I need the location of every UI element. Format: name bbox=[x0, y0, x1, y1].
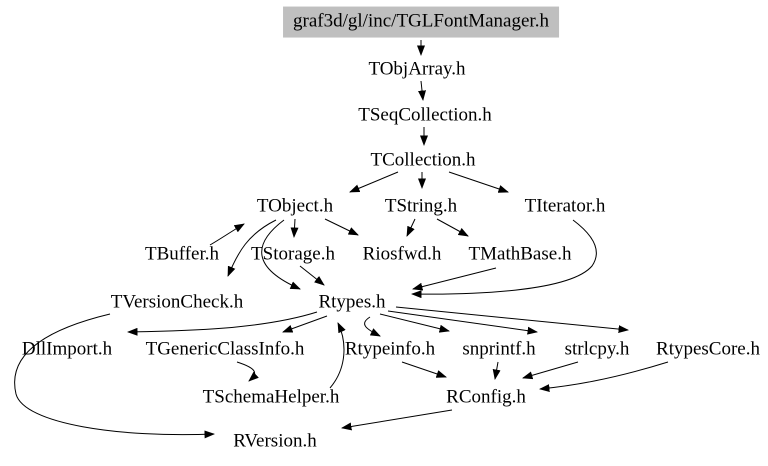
edge-tobject-to-riosfwd bbox=[324, 218, 359, 236]
graph-node-tbuffer[interactable]: TBuffer.h bbox=[144, 243, 220, 265]
edge-rtypes-to-dllimport bbox=[127, 311, 318, 336]
graph-node-rtypescore[interactable]: RtypesCore.h bbox=[656, 338, 760, 360]
edge-tobject-to-rtypes bbox=[261, 219, 301, 290]
graph-node-dllimport[interactable]: DllImport.h bbox=[21, 338, 113, 360]
edge-rconfig-to-rversion bbox=[341, 409, 453, 431]
edge-rtypes-to-snprintf bbox=[379, 313, 450, 333]
graph-node-tversioncheck[interactable]: TVersionCheck.h bbox=[110, 291, 244, 313]
graph-node-snprintf[interactable]: snprintf.h bbox=[462, 338, 536, 360]
edge-strlcpy-to-rconfig bbox=[522, 361, 579, 380]
graph-node-rtypeinfo[interactable]: Rtypeinfo.h bbox=[344, 338, 436, 360]
edge-rtypes-to-rtypescore bbox=[395, 306, 629, 334]
graph-node-tschemahelper[interactable]: TSchemaHelper.h bbox=[202, 386, 340, 408]
graph-node-rconfig[interactable]: RConfig.h bbox=[446, 386, 526, 408]
edge-tobjarray-to-tseqcollection bbox=[418, 80, 426, 101]
edge-rtypes-to-strlcpy bbox=[387, 310, 538, 335]
graph-node-tmathbase[interactable]: TMathBase.h bbox=[468, 243, 572, 265]
edge-rtypes-to-rtypeinfo bbox=[364, 316, 381, 337]
graph-node-tstring[interactable]: TString.h bbox=[384, 195, 458, 217]
edges-group bbox=[14, 40, 669, 439]
graph-node-tobjarray[interactable]: TObjArray.h bbox=[368, 58, 466, 80]
edge-tcollection-to-titerator bbox=[448, 171, 509, 193]
edge-tmathbase-to-rtypes bbox=[412, 267, 497, 291]
graph-node-titerator[interactable]: TIterator.h bbox=[524, 195, 606, 217]
edge-rtypescore-to-rconfig bbox=[539, 361, 669, 393]
edge-tbuffer-to-tobject bbox=[209, 223, 245, 246]
graph-node-tobject[interactable]: TObject.h bbox=[256, 195, 334, 217]
graph-node-tseqcollection[interactable]: TSeqCollection.h bbox=[358, 104, 492, 126]
edge-tcollection-to-tobject bbox=[349, 171, 399, 193]
graph-node-rversion[interactable]: RVersion.h bbox=[233, 430, 317, 452]
edge-tversioncheck-to-rversion bbox=[14, 313, 215, 439]
edge-tstring-to-tmathbase bbox=[436, 218, 469, 237]
graph-node-tgenericclassinfo[interactable]: TGenericClassInfo.h bbox=[145, 338, 305, 360]
edge-rtypeinfo-to-rconfig bbox=[401, 361, 447, 378]
edge-tstorage-to-rtypes bbox=[299, 265, 325, 286]
edge-tgenericclassinfo-to-tschemahelper bbox=[236, 361, 259, 382]
graph-node-riosfwd[interactable]: Riosfwd.h bbox=[362, 243, 442, 265]
edge-tschemahelper-to-rtypes bbox=[329, 322, 346, 389]
graph-node-strlcpy[interactable]: strlcpy.h bbox=[564, 338, 630, 360]
edge-tstring-to-riosfwd bbox=[406, 218, 416, 237]
edge-rtypes-to-tgenericclassinfo bbox=[282, 315, 328, 333]
graph-node-tstorage[interactable]: TStorage.h bbox=[251, 243, 335, 265]
graph-node-tglfontmanager[interactable]: graf3d/gl/inc/TGLFontManager.h bbox=[283, 6, 559, 38]
edge-titerator-to-rtypes bbox=[411, 219, 597, 299]
edge-snprintf-to-rconfig bbox=[492, 361, 501, 380]
edge-tobject-to-tversioncheck bbox=[227, 219, 277, 277]
graph-node-tcollection[interactable]: TCollection.h bbox=[370, 149, 476, 171]
graph-node-rtypes[interactable]: Rtypes.h bbox=[318, 291, 386, 313]
edge-tobject-to-tstorage bbox=[290, 218, 299, 238]
